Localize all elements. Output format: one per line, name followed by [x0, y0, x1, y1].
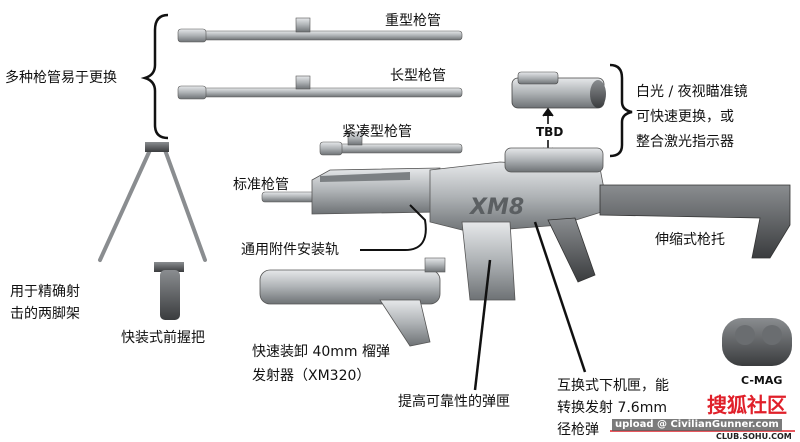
grenade-label-1: 快速装卸 40mm 榴弹 — [252, 344, 390, 360]
brace-left — [140, 13, 169, 140]
heavy-barrel — [177, 17, 463, 43]
grenade-launcher — [259, 257, 446, 347]
compact-barrel — [319, 131, 463, 156]
multi-barrel-label: 多种枪管易于更换 — [5, 70, 117, 86]
lower-receiver-label-2: 转换发射 7.6mm — [557, 400, 667, 416]
watermark-club: CLUB.SOHU.COM — [716, 432, 792, 441]
bipod-label-1: 用于精确射 — [10, 284, 80, 300]
tbd-label: TBD — [536, 125, 564, 139]
optic-label-3: 整合激光指示器 — [636, 134, 734, 150]
compact-barrel-label: 紧凑型枪管 — [342, 124, 412, 140]
rail-label: 通用附件安装轨 — [241, 242, 339, 258]
magazine-label: 提高可靠性的弹匣 — [398, 394, 510, 410]
rifle-mark: XM8 — [470, 195, 525, 220]
foregrip-label: 快装式前握把 — [121, 330, 205, 346]
long-barrel — [177, 75, 463, 100]
rail-pointer — [360, 204, 427, 251]
lower-receiver-label-1: 互换式下机匣，能 — [557, 378, 669, 394]
c-mag — [722, 318, 792, 366]
grenade-label-2: 发射器（XM320） — [252, 368, 371, 384]
optic-label-2: 可快速更换，或 — [636, 109, 734, 125]
cmag-label: C-MAG — [741, 374, 783, 387]
lower-receiver-label-3: 径枪弹 — [557, 422, 599, 438]
brace-right — [609, 63, 633, 158]
watermark-upload: upload @ CivilianGunner.com — [612, 419, 782, 431]
long-barrel-label: 长型枪管 — [390, 68, 446, 84]
tbd-arrow — [542, 107, 554, 157]
bipod — [98, 142, 207, 262]
foregrip — [154, 262, 184, 320]
optic-label-1: 白光 / 夜视瞄准镜 — [636, 84, 748, 100]
heavy-barrel-label: 重型枪管 — [385, 13, 441, 29]
standard-barrel-label: 标准枪管 — [233, 177, 289, 193]
magazine-pointer — [473, 259, 492, 391]
rifle-body — [261, 147, 791, 301]
stock-label: 伸缩式枪托 — [655, 232, 725, 248]
bipod-label-2: 击的两脚架 — [10, 306, 80, 322]
watermark-site: 搜狐社区 — [707, 393, 787, 417]
optic — [511, 71, 606, 109]
lower-receiver-pointer — [533, 221, 587, 373]
